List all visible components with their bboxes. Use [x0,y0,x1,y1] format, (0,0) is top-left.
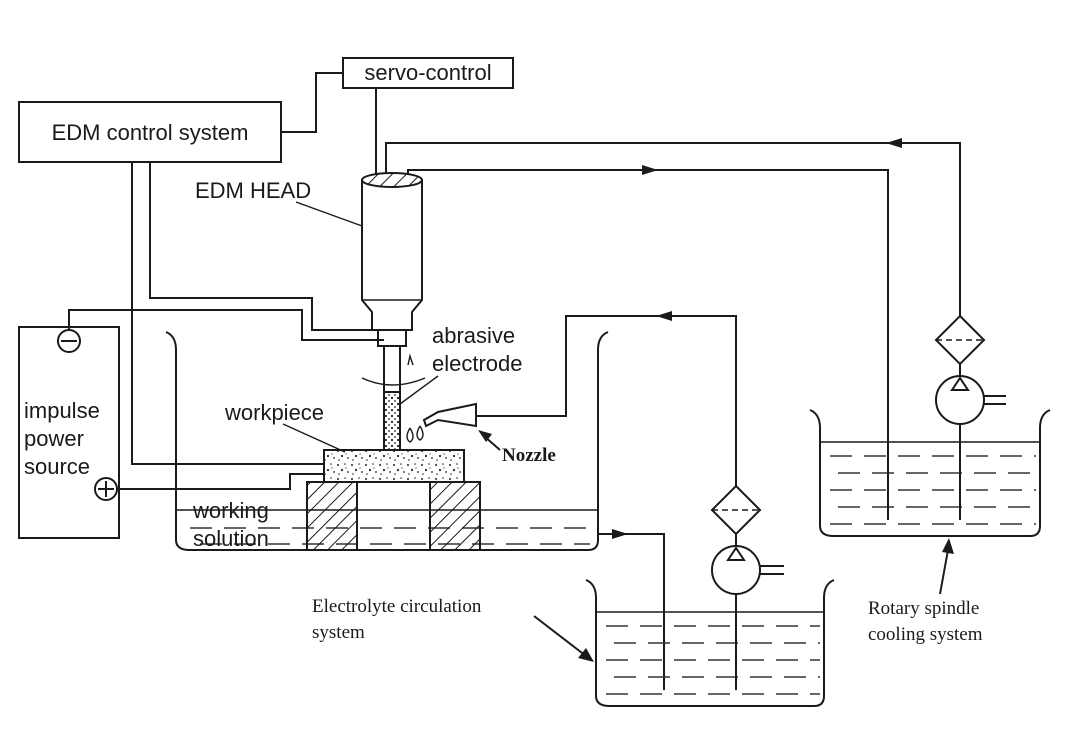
fixture-block-left [306,481,358,551]
workpiece-label: workpiece [224,400,324,425]
electrolyte-tank [585,579,835,707]
cooling-supply-line [385,142,961,316]
working-label: working [192,498,269,523]
servo-control-label: servo-control [364,60,491,85]
edm-head-label: EDM HEAD [195,178,311,203]
negative-terminal-icon [57,329,81,353]
source-label: source [24,454,90,479]
head-top-hatch [361,172,423,188]
control-to-workpiece-wire [131,162,324,465]
rotation-arc [361,377,426,386]
return-arrowhead-icon [612,529,628,539]
edm-control-system-label: EDM control system [52,120,249,145]
positive-terminal-icon [94,477,118,501]
workpiece [323,449,465,483]
control-to-head-wire [149,162,372,331]
cooling-filter-icon [934,314,986,366]
electrolyte-arrowhead-icon [578,648,594,662]
control-to-servo-line [281,72,343,133]
servo-control-box: servo-control [342,57,514,89]
impulse-power-source-box: impulse power source [18,326,120,539]
electrode-label: electrode [432,351,523,376]
rotary-label-line2: cooling system [868,624,983,645]
cooling-return-arrowhead-icon [642,165,658,175]
nozzle-arrowhead-icon [478,430,492,442]
abrasive-label: abrasive [432,323,515,348]
nozzle-label: Nozzle [502,445,556,466]
electrode-leader [399,375,439,405]
fixture-block-right [429,481,481,551]
edm-head [361,172,423,392]
electrolyte-label-line1: Electrolyte circulation [312,596,482,617]
working-solution [176,509,598,545]
positive-wire [117,473,324,490]
power-label: power [24,426,84,451]
electrolyte-label-line2: system [312,622,365,643]
cooling-tank [809,409,1051,537]
rotary-arrowhead-icon [942,538,954,554]
edm-control-system-box: EDM control system [18,101,282,163]
electrolyte-supply-line [476,315,737,510]
rotary-pointer [939,549,949,595]
abrasive-electrode [383,391,401,451]
nozzle [406,402,477,443]
workpiece-leader [282,423,346,453]
rotary-label-line1: Rotary spindle [868,598,979,619]
cooling-pump-icon [935,375,1006,425]
cooling-liquid [820,441,1040,525]
supply-arrowhead-icon [656,311,672,321]
negative-wire [68,309,384,341]
electrolyte-pointer [533,615,587,657]
impulse-label: impulse [24,398,100,423]
electrolyte-pump-icon [711,545,784,595]
machining-tank [165,331,609,551]
electrolyte-filter-icon [710,484,762,536]
solution-label: solution [193,526,269,551]
edm-head-leader [295,201,363,227]
electrolyte-liquid [596,611,824,695]
cooling-supply-arrowhead-icon [886,138,902,148]
